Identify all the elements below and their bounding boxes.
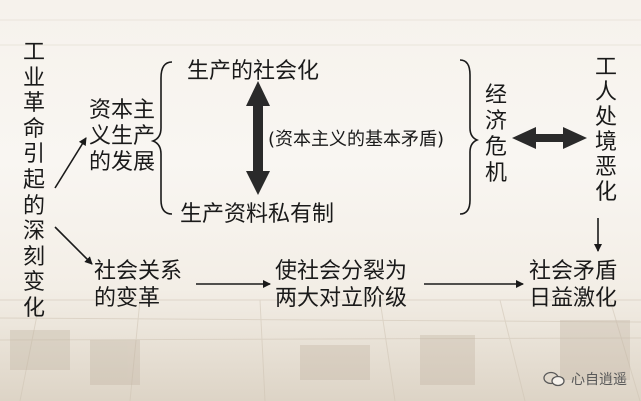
node-socialization-of-production: 生产的社会化 [187,59,320,84]
left-title: 工业革命引起的深刻变化 [22,40,45,321]
node-private-ownership: 生产资料私有制 [180,202,335,227]
double-arrow-horizontal [512,127,587,149]
node-workers-worse: 工人处境恶化 [594,55,617,205]
double-arrow-vertical [246,81,270,195]
node-contradictions-intensify: 社会矛盾 日益激化 [529,259,618,311]
node-society-split: 使社会分裂为 两大对立阶级 [275,259,408,311]
node-economic-crisis: 经济危机 [484,83,507,186]
brace-left [150,61,173,215]
watermark: 心自逍遥 [543,369,627,389]
node-capitalist-production-development: 资本主 义生产 的发展 [89,98,156,175]
watermark-text: 心自逍遥 [571,372,627,388]
node-basic-contradiction: (资本主义的基本矛盾) [268,129,445,150]
arrow-to-social-relations [54,226,93,265]
node-social-relations-change: 社会关系 的变革 [94,259,183,311]
brace-right [459,59,480,215]
arrow-to-capitalist-dev [54,137,87,189]
chat-bubble-icon [543,371,565,387]
